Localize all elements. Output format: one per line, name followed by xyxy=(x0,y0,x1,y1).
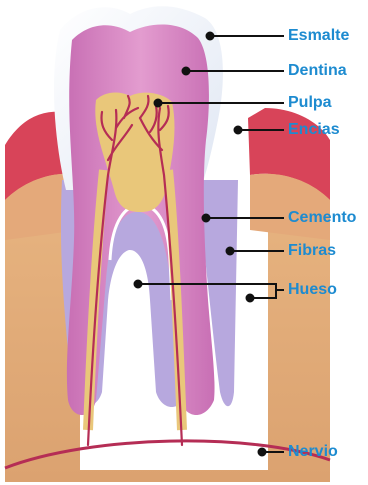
label-esmalte: Esmalte xyxy=(288,27,349,45)
label-encias: Encias xyxy=(288,121,340,139)
label-dentina: Dentina xyxy=(288,62,347,80)
label-cemento: Cemento xyxy=(288,209,356,227)
label-fibras: Fibras xyxy=(288,242,336,260)
label-nervio: Nervio xyxy=(288,443,338,461)
label-pulpa: Pulpa xyxy=(288,94,332,112)
label-hueso: Hueso xyxy=(288,281,337,299)
